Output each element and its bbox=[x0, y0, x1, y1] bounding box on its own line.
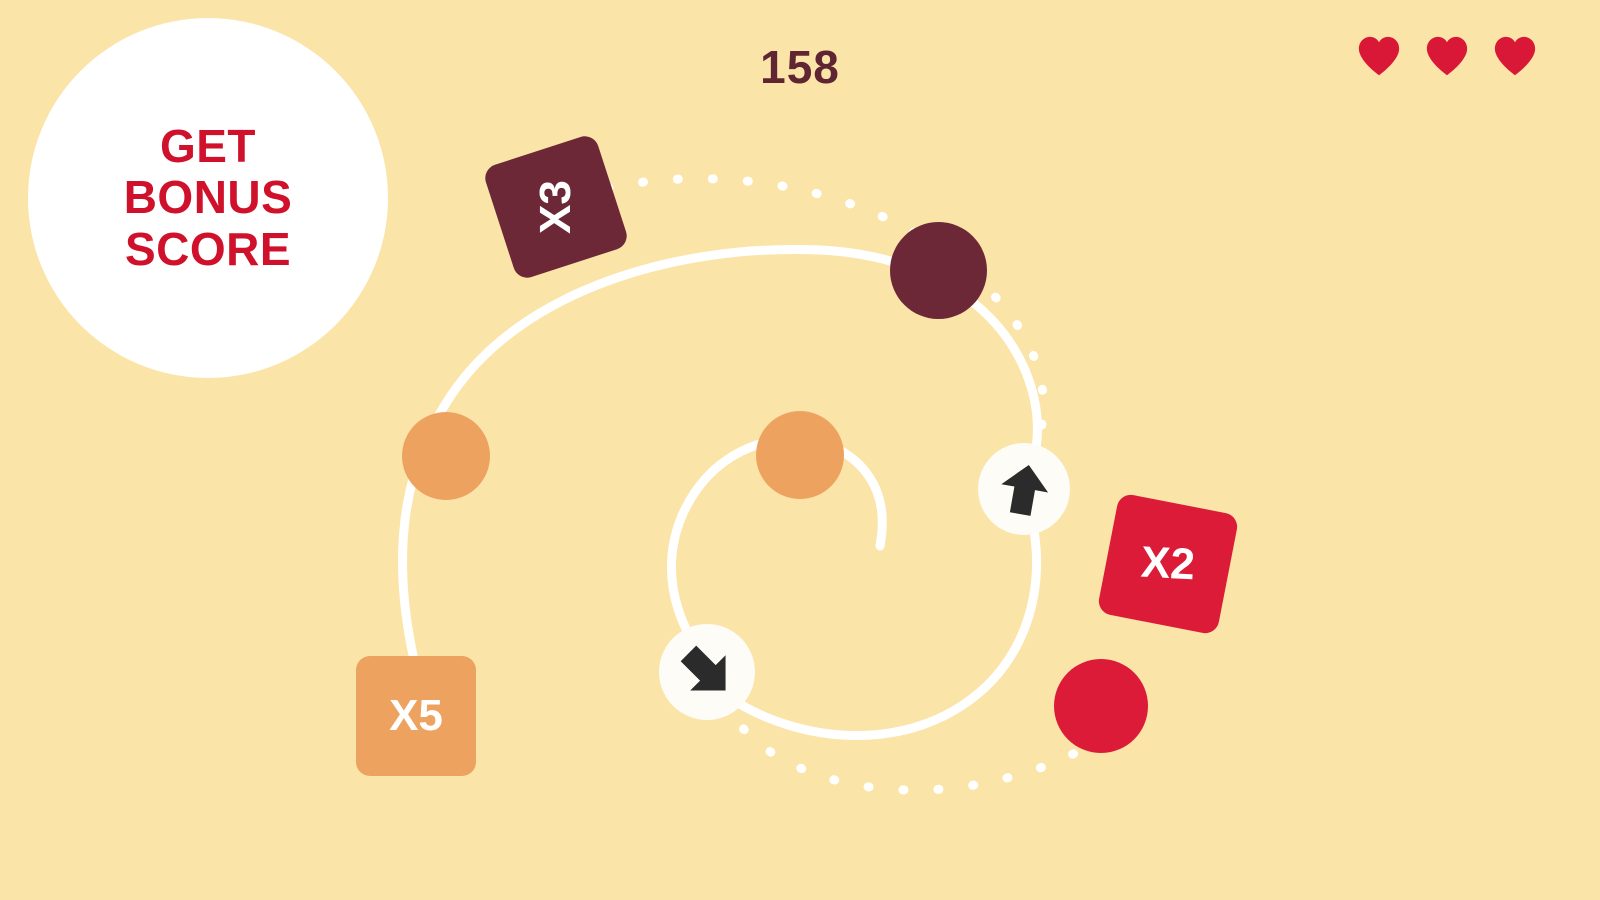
lives-container bbox=[1356, 34, 1538, 78]
score-value: 158 bbox=[760, 41, 840, 93]
score-display: 158 bbox=[0, 40, 1600, 94]
bonus-score-bubble[interactable]: GET BONUS SCORE bbox=[28, 18, 388, 378]
arrow-up-icon bbox=[1000, 464, 1048, 516]
token-orbiter-orange-center[interactable] bbox=[756, 411, 844, 499]
heart-icon bbox=[1358, 36, 1400, 76]
heart-icon bbox=[1426, 36, 1468, 76]
arrow-node-up[interactable] bbox=[978, 443, 1070, 535]
arrow-node-down-right[interactable] bbox=[659, 624, 755, 720]
token-label: X3 bbox=[530, 180, 580, 234]
heart-icon bbox=[1494, 36, 1536, 76]
token-orbiter-orange-left[interactable] bbox=[402, 412, 490, 500]
bonus-line-3: SCORE bbox=[124, 222, 292, 275]
solid-path-outer-return bbox=[725, 489, 1042, 740]
token-obstacle-dark[interactable] bbox=[889, 221, 987, 319]
arrow-down-right-icon bbox=[680, 645, 726, 691]
token-obstacle-red[interactable] bbox=[1054, 659, 1148, 753]
bonus-line-2: BONUS bbox=[123, 171, 293, 224]
token-label: X2 bbox=[1139, 537, 1197, 590]
bonus-line-1: GET bbox=[159, 119, 257, 172]
token-multiplier-x5[interactable]: X5 bbox=[356, 656, 476, 776]
token-label: X5 bbox=[389, 691, 443, 740]
token-multiplier-x3[interactable]: X3 bbox=[481, 132, 631, 282]
token-multiplier-x2[interactable]: X2 bbox=[1096, 492, 1240, 636]
